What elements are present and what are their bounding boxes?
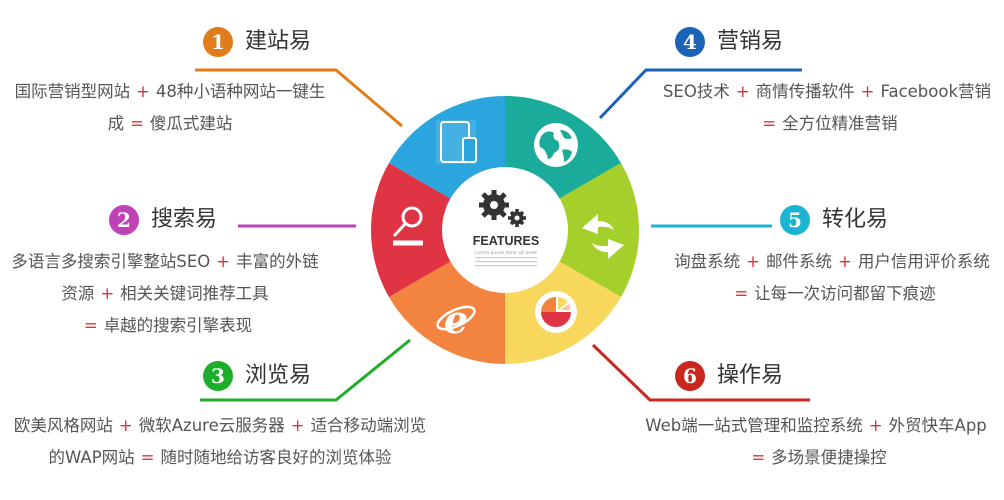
feature-5-title: 转化易 [822, 207, 889, 232]
center-subtitle: Lorem ipsum dolor sit amet [475, 250, 537, 256]
feature-5-desc: 询盘系统+邮件系统+用户信用评价系统 =让每一次访问都留下痕迹 [674, 252, 990, 303]
globe-icon [534, 123, 578, 167]
feature-2-desc: 多语言多搜索引擎整站SEO+丰富的外链 资源+相关关键词推荐工具 =卓越的搜索引… [11, 252, 319, 335]
feature-3-badge: 3 [203, 361, 233, 391]
search-icon [392, 206, 423, 246]
connector-line-1 [195, 68, 403, 128]
center-circle [442, 167, 568, 293]
feature-3-title: 浏览易 [245, 363, 312, 388]
feature-1-title: 建站易 [245, 29, 312, 54]
connector-line-4 [598, 68, 802, 120]
wheel-segment-red [371, 163, 505, 297]
ie-browser-icon: e [436, 297, 476, 342]
wheel-segment-green [505, 163, 639, 297]
feature-5-badge: 5 [780, 205, 810, 235]
feature-1-badge: 1 [203, 27, 233, 57]
feature-6-title: 操作易 [717, 363, 784, 388]
feature-1-desc: 国际营销型网站+48种小语种网站一键生 成=傻瓜式建站 [14, 82, 326, 133]
feature-6-desc: Web端一站式管理和监控系统+外贸快车App =多场景便捷操控 [645, 416, 987, 467]
gears-icon [479, 190, 526, 227]
feature-2-badge: 2 [109, 205, 139, 235]
feature-3-desc: 欧美风格网站+微软Azure云服务器+适合移动端浏览 的WAP网站=随时随地给访… [13, 416, 427, 467]
svg-text:e: e [444, 297, 468, 342]
feature-2-title: 搜索易 [151, 207, 218, 232]
devices-icon [436, 120, 477, 164]
feature-4-title: 营销易 [717, 29, 784, 54]
exchange-arrows-icon [582, 214, 624, 259]
center-title: FEATURES [473, 234, 539, 248]
feature-4-badge: 4 [675, 27, 705, 57]
feature-6-badge: 6 [675, 361, 705, 391]
feature-4-desc: SEO技术+商情传播软件+Facebook营销 =全方位精准营销 [662, 82, 992, 133]
connector-line-3 [200, 338, 411, 402]
connector-line-6 [591, 343, 810, 402]
pie-chart-icon [535, 291, 577, 333]
